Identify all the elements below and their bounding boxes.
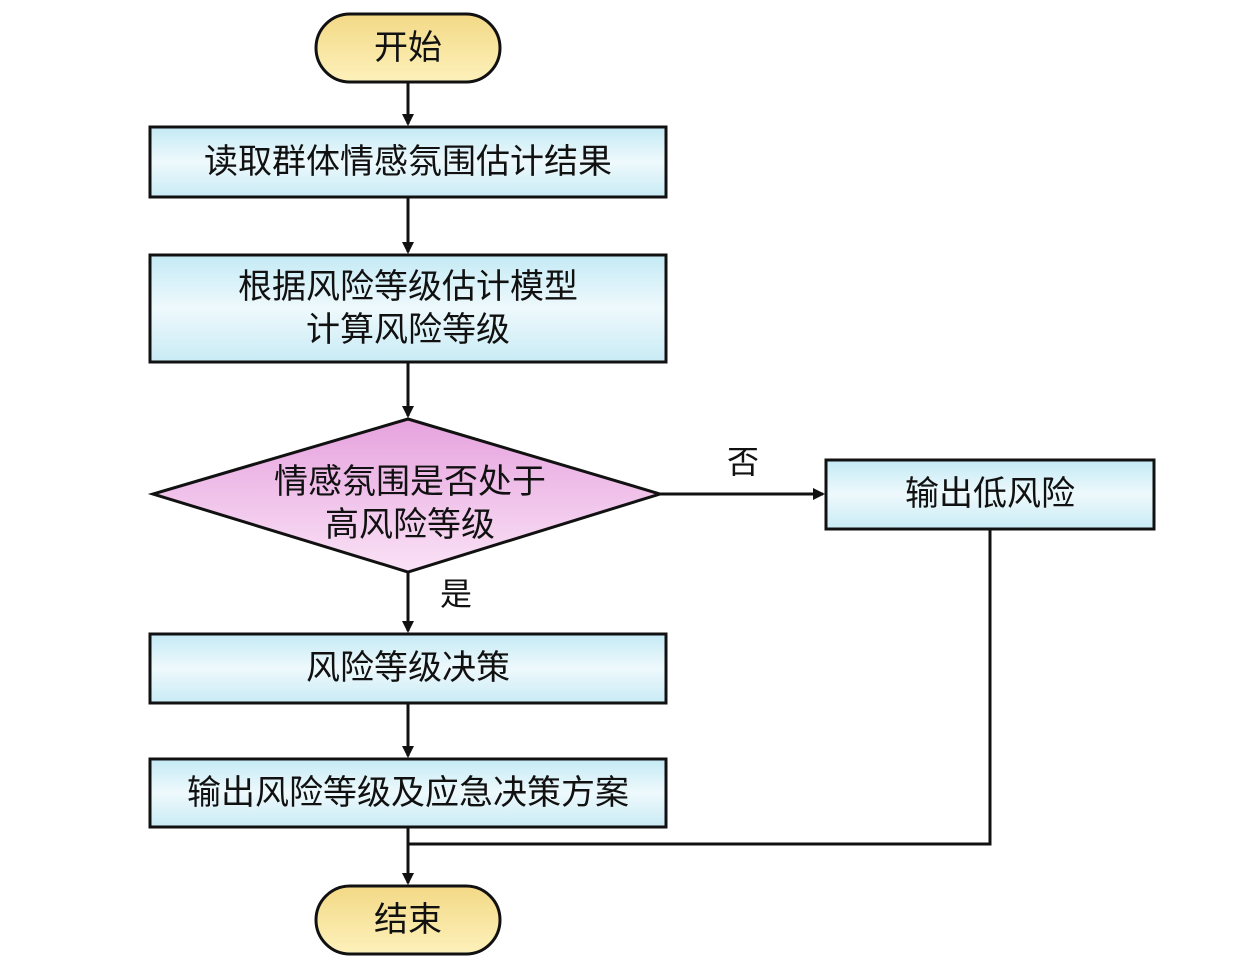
node-end[interactable]: 结束 [314,884,502,956]
node-decision[interactable]: 情感氛围是否处于 高风险等级 [147,417,666,574]
node-read-label: 读取群体情感氛围估计结果 [204,142,612,182]
node-low-risk[interactable]: 输出低风险 [824,458,1156,531]
node-compute-label-line1: 根据风险等级估计模型 [238,267,578,307]
node-start[interactable]: 开始 [314,12,502,84]
node-compute[interactable]: 根据风险等级估计模型 计算风险等级 [148,253,668,364]
node-low-risk-label: 输出低风险 [905,474,1075,514]
node-compute-label-line2: 计算风险等级 [306,310,510,350]
edge-label-yes: 是 [440,575,472,613]
node-decision-label-line2: 高风险等级 [325,505,495,545]
node-output[interactable]: 输出风险等级及应急决策方案 [148,757,668,829]
edges [402,82,992,885]
node-start-label: 开始 [374,28,442,68]
edge-label-no: 否 [727,443,759,481]
edge-lowrisk-merge [408,529,992,846]
node-decision-label-line1: 情感氛围是否处于 [274,462,546,502]
node-output-label: 输出风险等级及应急决策方案 [187,773,629,813]
node-end-label: 结束 [374,900,442,940]
node-decide[interactable]: 风险等级决策 [148,632,668,705]
node-read[interactable]: 读取群体情感氛围估计结果 [148,125,668,199]
node-decide-label: 风险等级决策 [306,648,510,688]
